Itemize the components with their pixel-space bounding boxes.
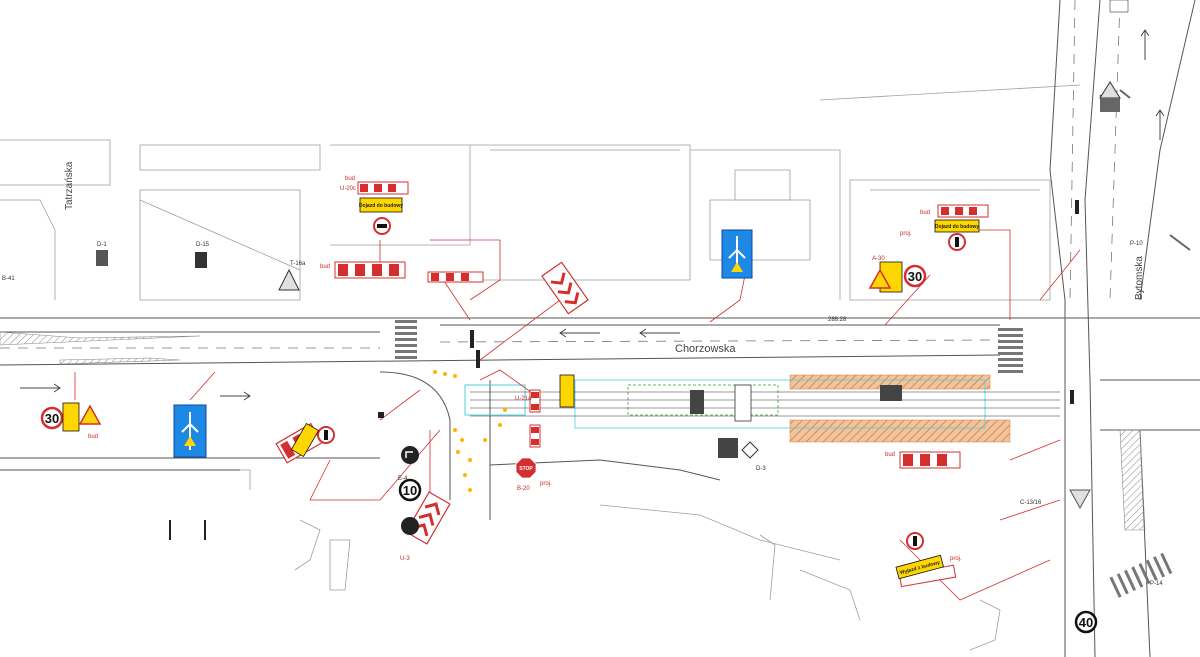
svg-text:40: 40 [1079,615,1093,630]
gray-sign [880,385,902,401]
warning-triangle [868,268,892,289]
svg-text:D-1: D-1 [97,242,107,248]
elevation-label: 288.28 [828,317,847,323]
bytomska-markings [1099,89,1191,251]
crosswalk-bytomska [1109,552,1173,598]
barrier-mid [427,271,484,283]
barrier-upper-left [334,261,406,279]
svg-text:STOP: STOP [519,466,533,472]
svg-text:U-21a: U-21a [515,396,532,402]
svg-text:B-20: B-20 [517,486,530,492]
svg-text:T-16a: T-16a [290,261,306,267]
construction-sign-yellow: Dojazd do budowy [359,197,403,213]
svg-text:30: 30 [908,269,922,284]
construction-sign-yellow [62,402,80,432]
no-entry-sign [906,532,924,550]
speed-limit-sign: 10 [398,478,422,502]
work-zone [464,374,1060,443]
barrier-top [357,181,409,195]
svg-text:bud: bud [345,176,355,182]
street-label-bytomska: Bytomska [1134,256,1145,300]
chevron-panel [541,261,589,315]
warning-triangle [278,268,300,291]
svg-text:proj.: proj. [540,481,552,487]
svg-text:B-41: B-41 [2,276,15,282]
traffic-island [59,357,181,365]
svg-text:10: 10 [403,483,417,498]
svg-text:30: 30 [45,411,59,426]
speed-limit-sign: 30 [40,406,64,430]
svg-text:C-13/16: C-13/16 [1020,500,1042,506]
construction-sign-yellow [559,374,575,408]
buildings-layer [0,84,1081,651]
diamond-sign [741,441,759,459]
svg-text:A-30: A-30 [872,256,885,262]
bollards [169,520,206,540]
gray-sign [195,252,207,268]
svg-text:proj.: proj. [900,231,912,237]
no-entry-sign [373,217,391,235]
traffic-cones [433,370,507,492]
crosswalk-left [395,320,417,359]
stop-sign: STOP [515,457,537,479]
gray-sign [690,390,704,414]
direction-sign [401,517,419,535]
info-sign-blue [721,229,753,279]
gray-sign [718,438,738,458]
svg-text:U-3: U-3 [400,556,410,562]
traffic-lights [378,200,1079,418]
svg-text:D-3: D-3 [756,466,766,472]
yield-triangle [1069,489,1091,510]
right-side-sign [1099,81,1121,112]
svg-text:E-4: E-4 [398,476,408,482]
direction-sign [401,446,419,464]
no-entry-sign [317,426,335,444]
barrier-lane-closure [529,389,541,448]
svg-text:Dojazd do budowy: Dojazd do budowy [359,203,403,209]
construction-sign-yellow [290,422,320,458]
traffic-island [0,331,201,346]
svg-text:bud: bud [88,434,98,440]
warning-triangle [78,404,102,425]
svg-text:proj.: proj. [950,556,962,562]
svg-text:P-10: P-10 [1130,241,1143,247]
speed-limit-sign: 30 [903,264,927,288]
annotation-notes: bud bud bud bud bud proj. proj. proj. [88,176,962,562]
no-entry-sign [948,233,966,251]
svg-text:U-20c: U-20c [340,186,356,192]
speed-limit-sign: 40 [1074,610,1098,634]
lane-markings [0,0,1121,349]
road-sign [734,384,752,422]
svg-text:P-14: P-14 [1150,581,1163,587]
info-sign-blue [173,404,207,458]
corner-marker [1109,0,1129,13]
svg-text:bud: bud [320,264,330,270]
street-label-chorzowska: Chorzowska [675,343,736,355]
barrier-upper-right [937,204,989,218]
gray-sign [96,250,108,266]
sign-code-labels: B-41 B-20 A-30 D-15 D-1 D-3 C-13/16 U-21… [2,186,1163,587]
svg-text:bud: bud [920,210,930,216]
svg-text:Dojazd do budowy: Dojazd do budowy [935,224,979,230]
street-label-tatrzanska: Tatrzańska [64,161,75,210]
construction-sign-yellow: Dojazd do budowy [934,219,980,233]
lane-arrows [20,29,1165,401]
construction-sign-yellow: Wyjazd z budowy [895,554,945,580]
svg-text:bud: bud [885,452,895,458]
crosswalk-right [998,328,1023,373]
traffic-island [1119,429,1146,531]
svg-text:D-15: D-15 [196,242,210,248]
barrier-right-lower [899,451,961,469]
